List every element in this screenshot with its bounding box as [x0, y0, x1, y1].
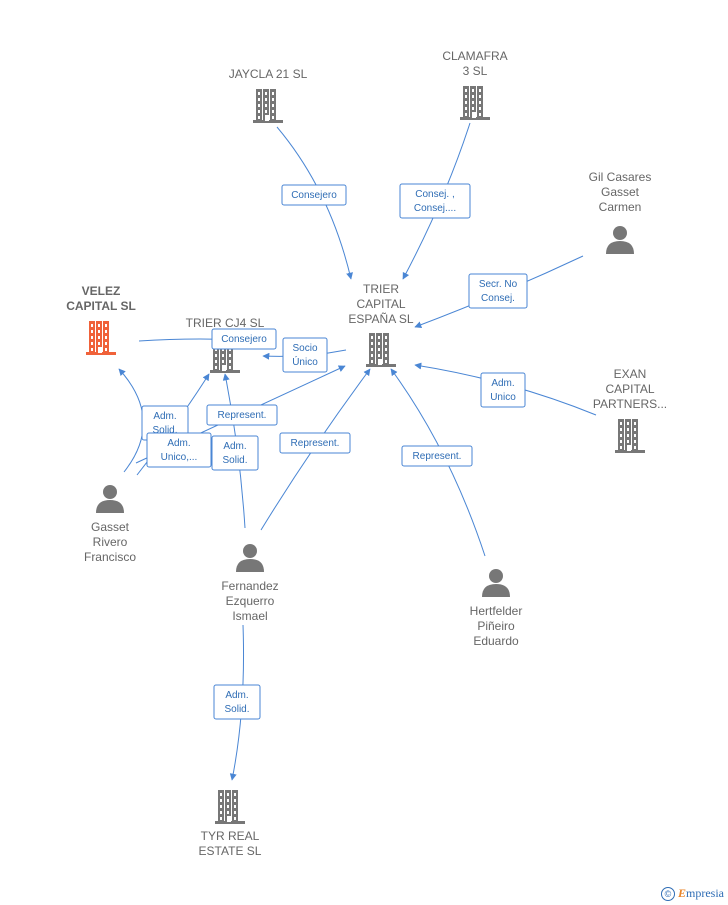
node-label: Francisco — [84, 550, 136, 564]
node-label: TYR REAL — [201, 829, 260, 843]
edge-label-text: Consej. — [481, 293, 515, 304]
edge-label-text: Secr. No — [479, 279, 518, 290]
person-icon — [236, 544, 264, 572]
edge-gassetrivero-to-velez — [118, 368, 144, 473]
edge-label-text: Represent. — [413, 451, 462, 462]
node-triercj4[interactable]: TRIER CJ4 SL — [186, 316, 265, 373]
node-label: CLAMAFRA — [442, 49, 507, 63]
edge-label-text: Adm. — [167, 438, 190, 449]
building-icon — [86, 321, 116, 355]
edge-label-text: Solid. — [222, 455, 247, 466]
edge-label-fernandez-to-tyr[interactable]: Adm. Solid. — [213, 684, 261, 720]
node-jaycla[interactable]: JAYCLA 21 SL — [229, 67, 308, 123]
edge-label-text: Consej.... — [414, 203, 456, 214]
copyright-icon: © — [660, 887, 675, 901]
edge-label-gilcasares-to-trierespana[interactable]: Secr. No Consej. — [468, 273, 528, 309]
edge-label-text: Adm. — [225, 690, 248, 701]
node-label: Gil Casares — [589, 170, 652, 184]
node-label: CAPITAL SL — [66, 299, 136, 313]
edge-label-text: Solid. — [152, 425, 177, 436]
building-icon — [615, 419, 645, 453]
edge-label-text: Represent. — [218, 410, 267, 421]
edge-label-text: Represent. — [291, 438, 340, 449]
node-label: Fernandez — [221, 579, 278, 593]
edge-label-hertfelder-to-trierespana[interactable]: Represent. — [401, 445, 473, 467]
node-exan[interactable]: EXANCAPITALPARTNERS... — [593, 367, 667, 453]
node-label: ESPAÑA SL — [348, 312, 413, 326]
node-label: TRIER — [363, 282, 399, 296]
node-label: Ismael — [232, 609, 267, 623]
node-label: CAPITAL — [605, 382, 654, 396]
node-label: Hertfelder — [470, 604, 523, 618]
edge-labels-layer: Consejero Consej. , Consej.... Secr. No Cons… — [141, 183, 528, 720]
edge-label-text: Solid. — [224, 704, 249, 715]
edge-label-text: Único — [292, 355, 318, 368]
edge-label-fernandez-to-triercj4[interactable]: Adm. Solid. — [211, 435, 259, 471]
edge-label-gassetrivero-to-triercj4[interactable]: Adm. Unico,... — [146, 432, 212, 468]
brand-name: mpresia — [686, 886, 724, 900]
building-icon — [215, 790, 245, 824]
building-icon — [366, 333, 396, 367]
node-label: Carmen — [599, 200, 642, 214]
node-label: Piñeiro — [477, 619, 515, 633]
node-label: Rivero — [93, 535, 128, 549]
node-label: EXAN — [614, 367, 647, 381]
edge-label-text: Consej. , — [415, 189, 454, 200]
node-label: VELEZ — [82, 284, 121, 298]
edge-label-text: Adm. — [223, 441, 246, 452]
edge-label-text: Unico,... — [161, 452, 198, 463]
brand-initial: E — [677, 886, 686, 900]
person-icon — [606, 226, 634, 254]
edge-label-gassetrivero-to-trierespana[interactable]: Represent. — [206, 404, 278, 426]
node-label: TRIER CJ4 SL — [186, 316, 265, 330]
person-icon — [96, 485, 124, 513]
edge-label-text: Adm. — [153, 411, 176, 422]
person-icon — [482, 569, 510, 597]
building-icon — [253, 89, 283, 123]
node-label: Ezquerro — [226, 594, 275, 608]
edge-label-clamafra-to-trierespana[interactable]: Consej. , Consej.... — [399, 183, 471, 219]
edge-label-jaycla-to-trierespana[interactable]: Consejero — [281, 184, 347, 206]
node-label: Eduardo — [473, 634, 519, 648]
edge-label-text: Consejero — [221, 334, 267, 345]
edge-label-text: Unico — [490, 392, 516, 403]
edge-label-exan-to-trierespana[interactable]: Adm. Unico — [480, 372, 526, 408]
node-label: PARTNERS... — [593, 397, 667, 411]
node-label: ESTATE SL — [199, 844, 262, 858]
edge-label-text: Adm. — [491, 378, 514, 389]
node-label: CAPITAL — [356, 297, 405, 311]
node-label: JAYCLA 21 SL — [229, 67, 308, 81]
node-label: Gasset — [91, 520, 130, 534]
brand-footer: ©Empresia — [660, 886, 724, 901]
node-label: 3 SL — [463, 64, 488, 78]
edge-label-text: Socio — [292, 343, 317, 354]
edge-label-text: Consejero — [291, 190, 337, 201]
edge-label-velez-to-triercj4[interactable]: Consejero — [211, 328, 277, 350]
node-label: Gasset — [601, 185, 640, 199]
edge-label-fernandez-to-trierespana[interactable]: Represent. — [279, 432, 351, 454]
building-icon — [460, 86, 490, 120]
